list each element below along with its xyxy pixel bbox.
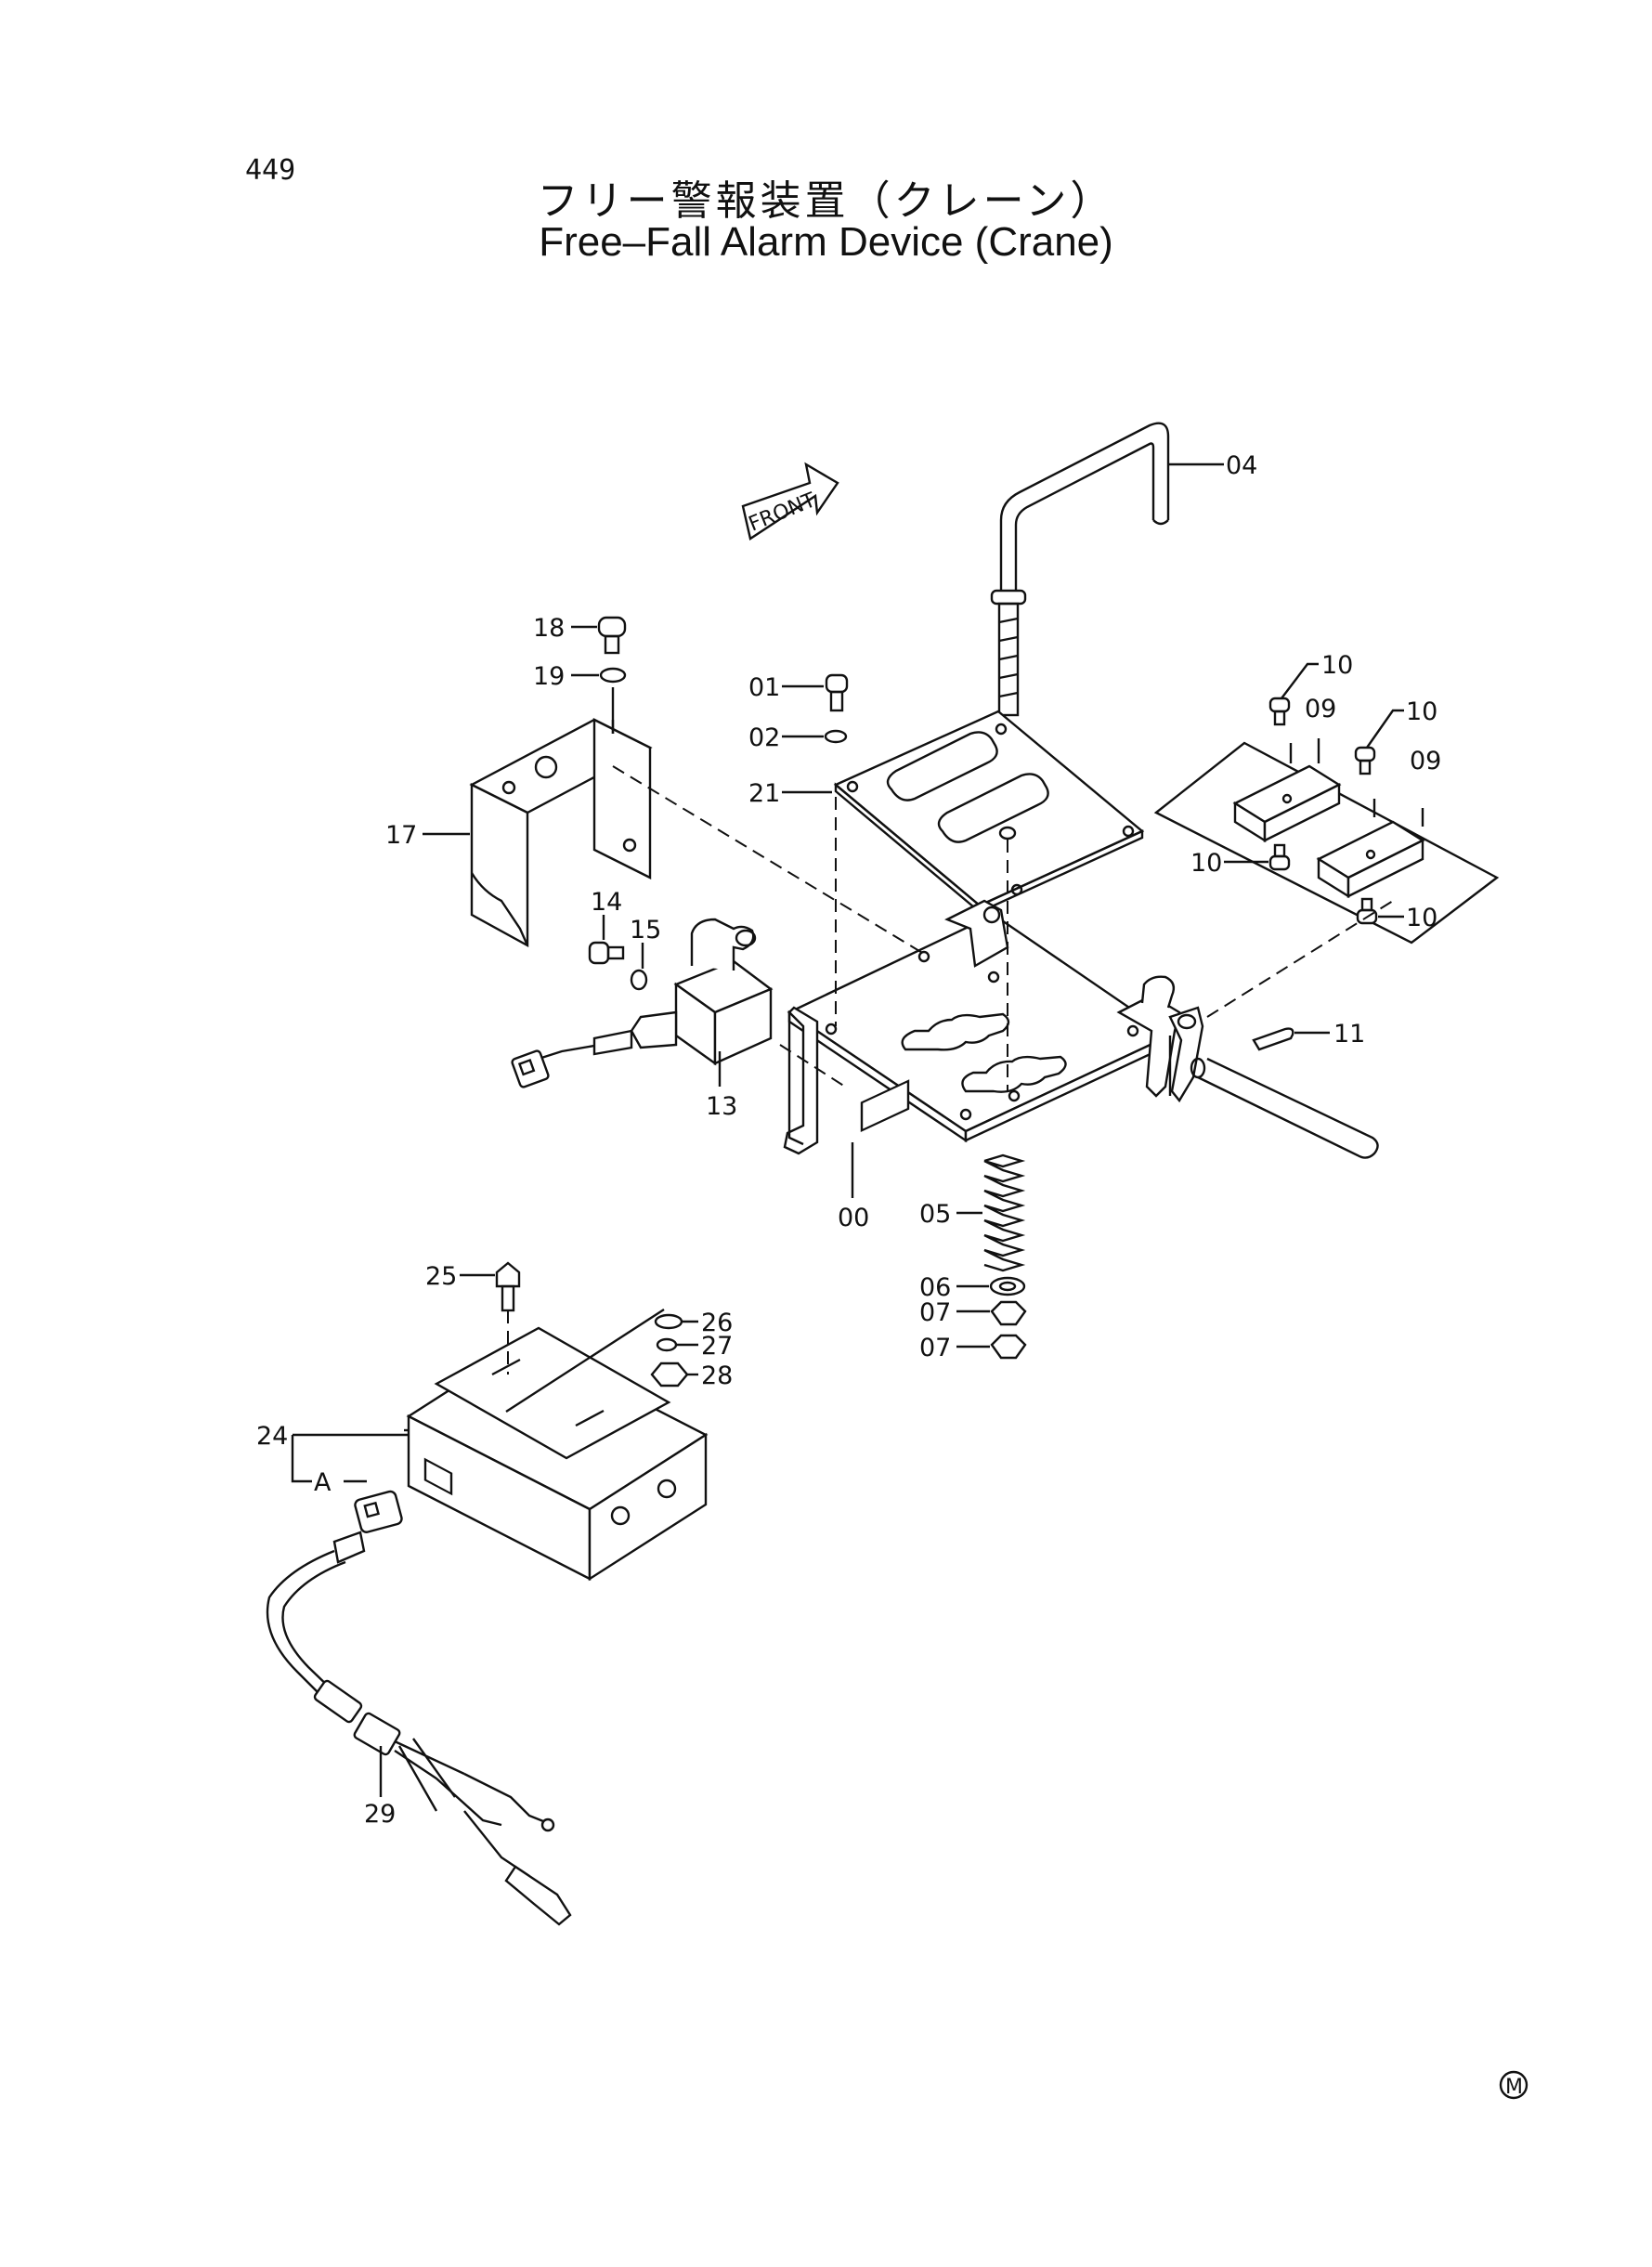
part-09-blocks: [1153, 741, 1500, 945]
callout-25: 25: [425, 1262, 457, 1291]
part-21-top-plate: [833, 710, 1145, 914]
callout-labels: 04 18 19 01 02 21 17 10 09 10 09 10 10 1…: [256, 451, 1441, 1829]
part-05-spring: [956, 1153, 1026, 1272]
callout-02: 02: [748, 723, 780, 752]
callout-29: 29: [364, 1800, 396, 1829]
callout-27: 27: [701, 1332, 733, 1361]
part-29-harness: [266, 1433, 572, 1926]
page-number: 449: [245, 154, 296, 187]
m-mark-symbol: M: [1499, 2070, 1528, 2100]
callout-10d: 10: [1406, 904, 1437, 932]
callout-04: 04: [1226, 451, 1257, 480]
callout-07b: 07: [919, 1334, 951, 1362]
callout-00: 00: [838, 1204, 869, 1232]
callout-18: 18: [533, 614, 565, 643]
callout-13: 13: [706, 1092, 737, 1121]
m-mark-letter: M: [1505, 2076, 1523, 2099]
title-japanese: フリー警報装置（クレーン）: [537, 177, 1115, 225]
part-06-washer: [956, 1276, 1026, 1296]
callout-17: 17: [385, 821, 417, 850]
callout-28: 28: [701, 1362, 733, 1390]
callout-14: 14: [591, 888, 622, 917]
part-14-15-screw: [588, 915, 648, 991]
callout-11: 11: [1333, 1020, 1365, 1049]
part-18-19-screw: [571, 616, 627, 734]
title-english: Free–Fall Alarm Device (Crane): [539, 219, 1113, 265]
callout-26: 26: [701, 1309, 733, 1337]
part-25-28-fasteners: [460, 1261, 698, 1414]
callout-21: 21: [748, 779, 780, 808]
part-10-bolts: [1224, 662, 1424, 925]
part-13-switch: [511, 918, 774, 1088]
callout-10a: 10: [1321, 651, 1353, 680]
front-arrow: FRONT: [741, 462, 839, 541]
part-07-nuts: [956, 1300, 1027, 1360]
callout-06: 06: [919, 1273, 951, 1302]
callout-10b: 10: [1406, 697, 1437, 726]
callout-10c: 10: [1190, 849, 1222, 878]
callout-07a: 07: [919, 1298, 951, 1327]
part-11-pin: [1190, 1027, 1379, 1159]
part-17-bracket: [423, 718, 653, 948]
callout-A: A: [314, 1468, 332, 1497]
callout-01: 01: [748, 673, 780, 702]
callout-09b: 09: [1410, 747, 1441, 775]
callout-05: 05: [919, 1200, 951, 1229]
part-04-bent-rod: [990, 422, 1224, 717]
callout-19: 19: [533, 662, 565, 691]
part-01-02-screw: [782, 673, 849, 794]
part-00-base-assembly: [783, 899, 1204, 1198]
callout-15: 15: [630, 916, 661, 945]
callout-24: 24: [256, 1422, 288, 1451]
callout-09a: 09: [1305, 695, 1336, 723]
part-24-controller-box: [404, 1326, 709, 1582]
